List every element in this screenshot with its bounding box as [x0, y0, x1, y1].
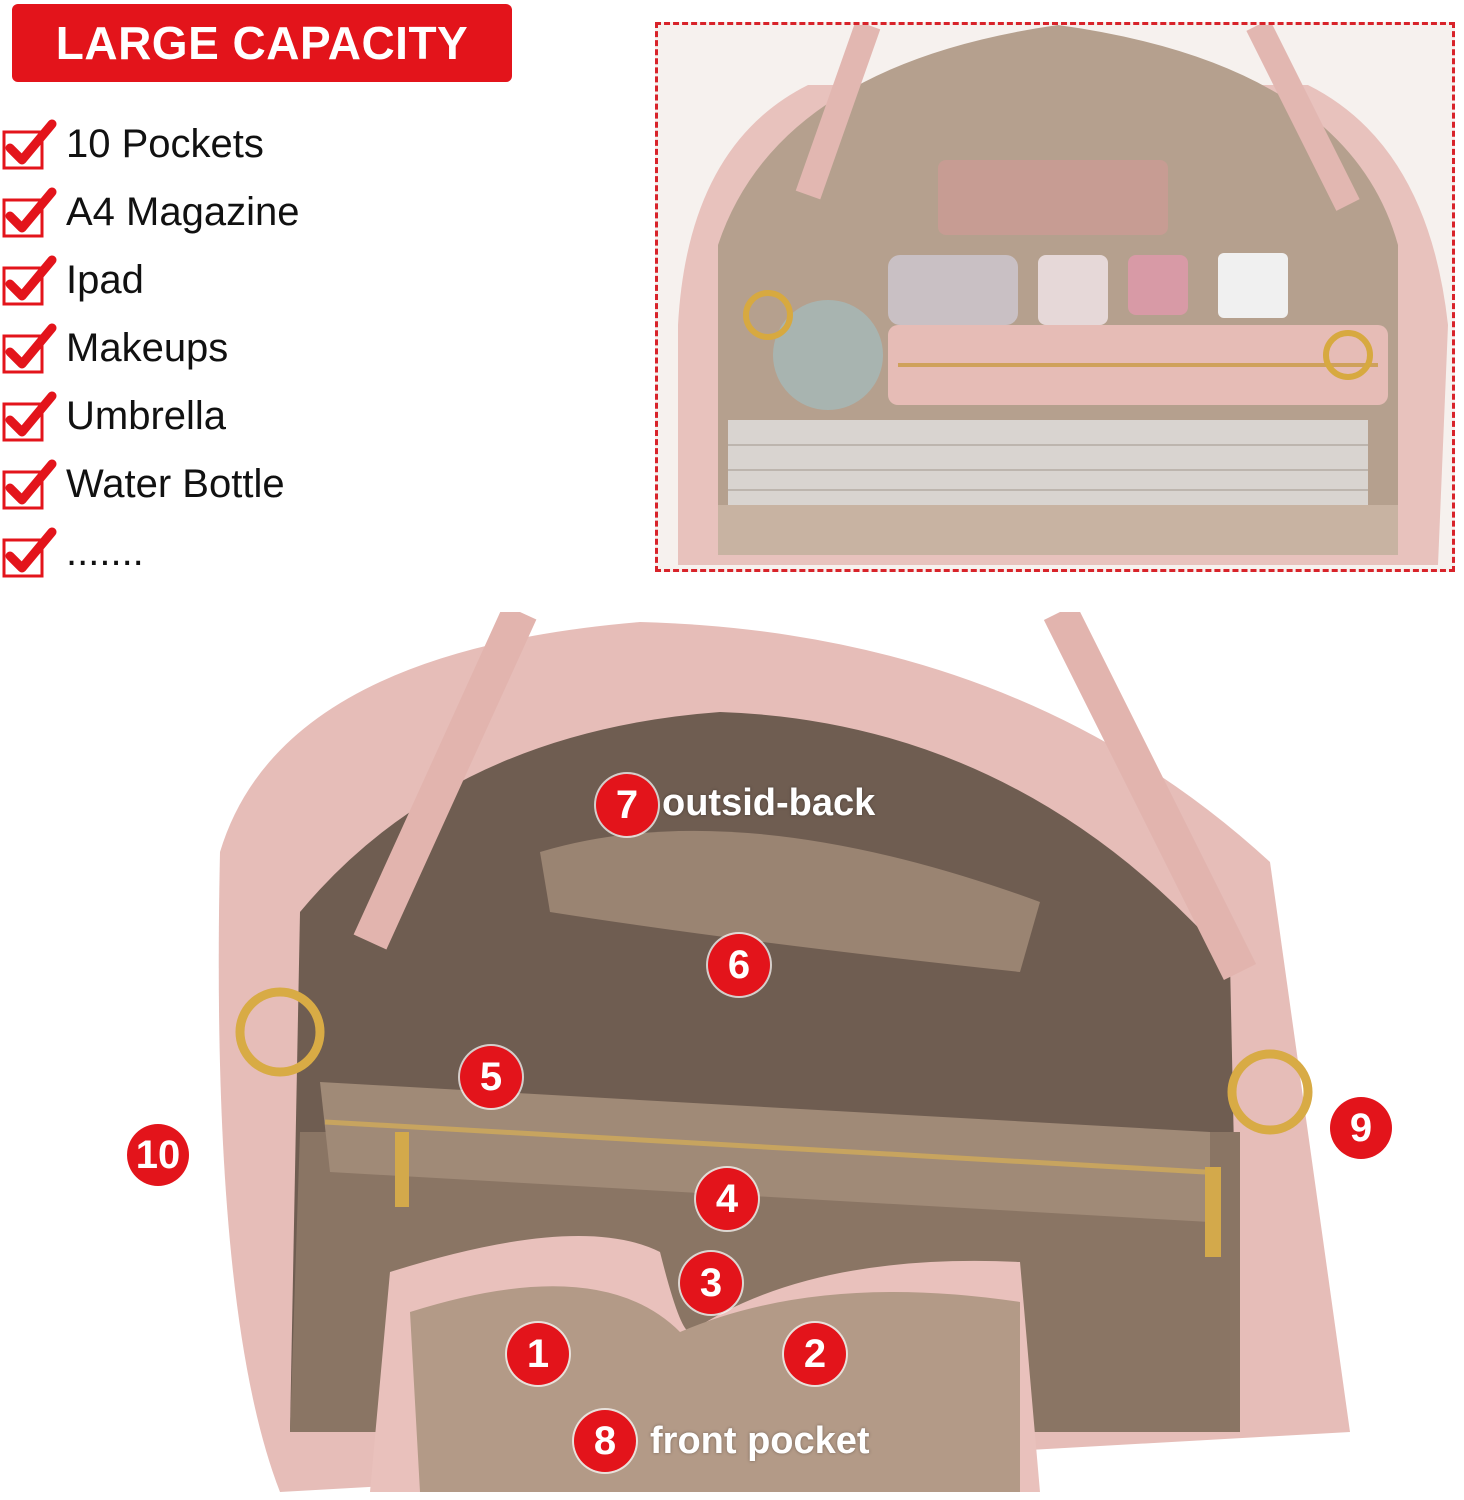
pocket-badge-10: 10 [127, 1124, 189, 1186]
feature-item: A4 Magazine [0, 178, 299, 246]
feature-item: Makeups [0, 314, 299, 382]
checkmark-icon [0, 386, 62, 446]
pocket-label-outside-back: outsid-back [662, 782, 876, 824]
pocket-badge-6: 6 [708, 934, 770, 996]
feature-item: ....... [0, 518, 299, 586]
feature-item: Umbrella [0, 382, 299, 450]
feature-label: Umbrella [66, 393, 227, 438]
pocket-badge-8: 8 [574, 1410, 636, 1472]
feature-label: Ipad [66, 257, 144, 302]
pocket-badge-4: 4 [696, 1168, 758, 1230]
pocket-badge-1: 1 [507, 1323, 569, 1385]
checkmark-icon [0, 114, 62, 174]
pocket-badge-9: 9 [1330, 1097, 1392, 1159]
feature-item: Ipad [0, 246, 299, 314]
pocket-badge-5: 5 [460, 1046, 522, 1108]
feature-label: Water Bottle [66, 461, 285, 506]
bag-contents-photo [655, 22, 1455, 572]
feature-label: Makeups [66, 325, 229, 370]
checkmark-icon [0, 250, 62, 310]
checkmark-icon [0, 182, 62, 242]
feature-label: A4 Magazine [66, 189, 300, 234]
pocket-badge-7: 7 [596, 774, 658, 836]
large-capacity-banner: LARGE CAPACITY [12, 4, 512, 82]
pocket-label-front-pocket: front pocket [650, 1420, 870, 1462]
feature-item: 10 Pockets [0, 110, 299, 178]
feature-item: Water Bottle [0, 450, 299, 518]
pocket-badge-3: 3 [680, 1252, 742, 1314]
feature-label: 10 Pockets [66, 121, 264, 166]
pocket-badge-2: 2 [784, 1323, 846, 1385]
checkmark-icon [0, 318, 62, 378]
checkmark-icon [0, 522, 62, 582]
checkmark-icon [0, 454, 62, 514]
feature-label: ....... [66, 529, 144, 574]
feature-list: 10 Pockets A4 Magazine Ipad Makeups Umbr… [0, 110, 299, 586]
